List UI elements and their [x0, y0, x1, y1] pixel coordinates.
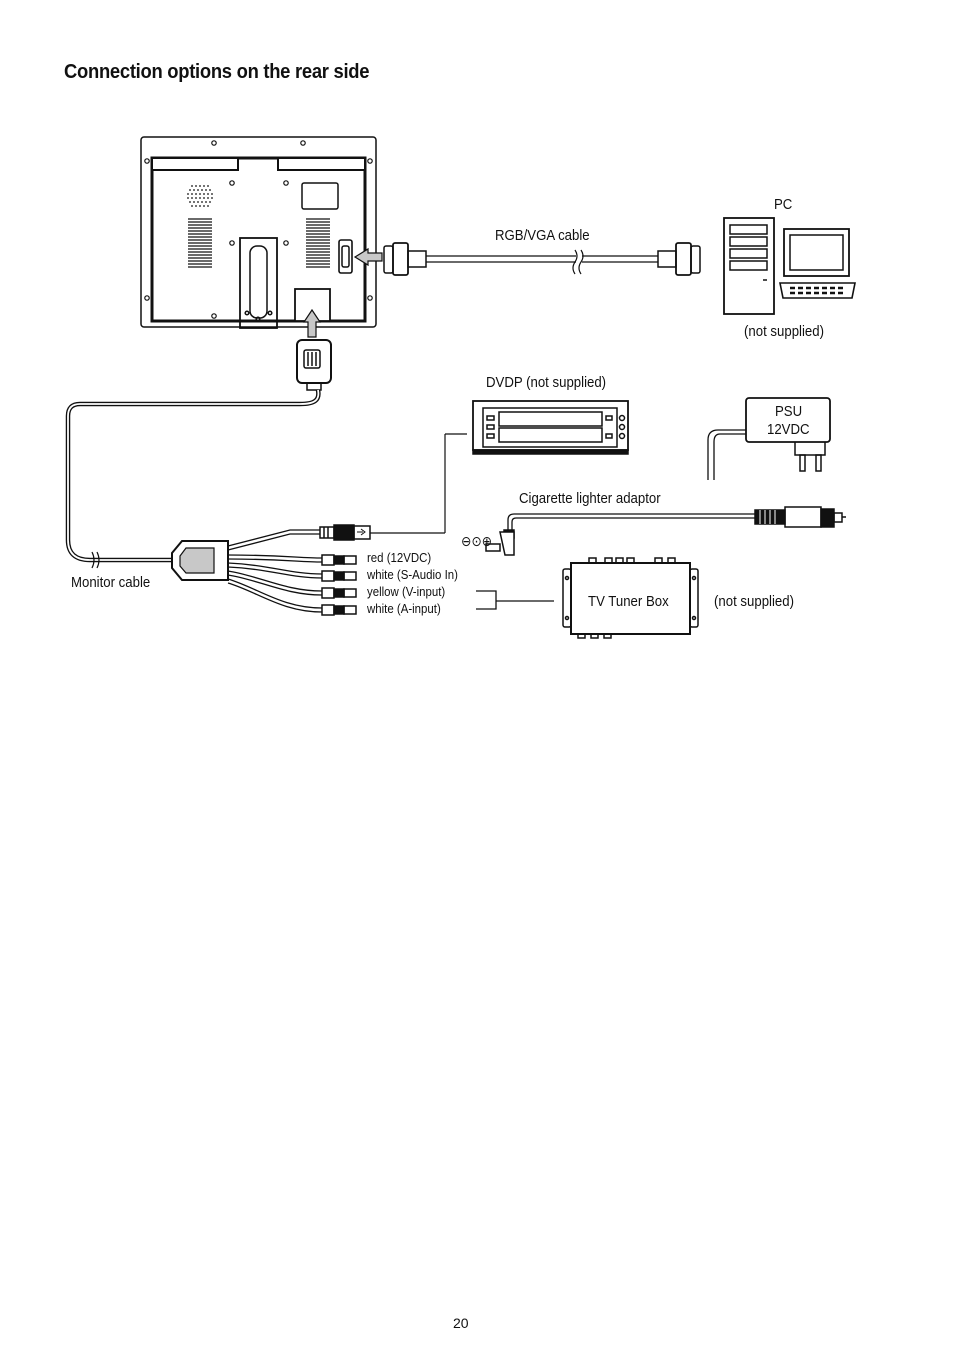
- cigarette-adaptor-label: Cigarette lighter adaptor: [519, 490, 661, 507]
- dvd-player: [472, 400, 629, 455]
- cigarette-adaptor: [485, 506, 846, 556]
- dvdp-label: DVDP (not supplied): [486, 374, 607, 391]
- connector-white-audio-label: white (S-Audio In): [367, 567, 458, 582]
- psu: [707, 397, 831, 480]
- speaker-grill: [187, 185, 213, 207]
- tv-not-supplied-label: (not supplied): [714, 593, 794, 610]
- tv-tuner-box-label: TV Tuner Box: [588, 593, 669, 610]
- connector-yellow-label: yellow (V-input): [367, 584, 446, 599]
- arrow-to-socket: [302, 308, 322, 338]
- vent-left: [188, 218, 212, 268]
- dvd-connector: [319, 433, 467, 541]
- psu-label: PSU: [775, 403, 803, 420]
- pc: [723, 217, 856, 315]
- polarity-symbol: ⊖⊙⊕: [461, 533, 492, 549]
- vent-right: [306, 218, 330, 268]
- splitter: [171, 529, 323, 613]
- monitor-cable-line: [65, 389, 321, 563]
- pc-not-supplied-label: (not supplied): [744, 323, 824, 340]
- connector-white-a-label: white (A-input): [367, 601, 441, 616]
- tuner-bracket: [476, 590, 554, 610]
- connector-red-label: red (12VDC): [367, 550, 432, 565]
- vga-cable: [383, 242, 701, 276]
- pc-label: PC: [774, 196, 793, 213]
- page-title: Connection options on the rear side: [64, 61, 370, 83]
- rca-connectors: [321, 554, 357, 616]
- monitor-rear: [140, 136, 377, 329]
- tv-tuner-box: [562, 557, 699, 639]
- psu-voltage-label: 12VDC: [767, 421, 810, 438]
- rgb-vga-cable-label: RGB/VGA cable: [495, 227, 590, 244]
- monitor-cable-plug: [296, 339, 332, 391]
- page-number: 20: [453, 1315, 469, 1331]
- arrow-to-vga: [353, 247, 383, 267]
- monitor-cable-label: Monitor cable: [71, 574, 151, 591]
